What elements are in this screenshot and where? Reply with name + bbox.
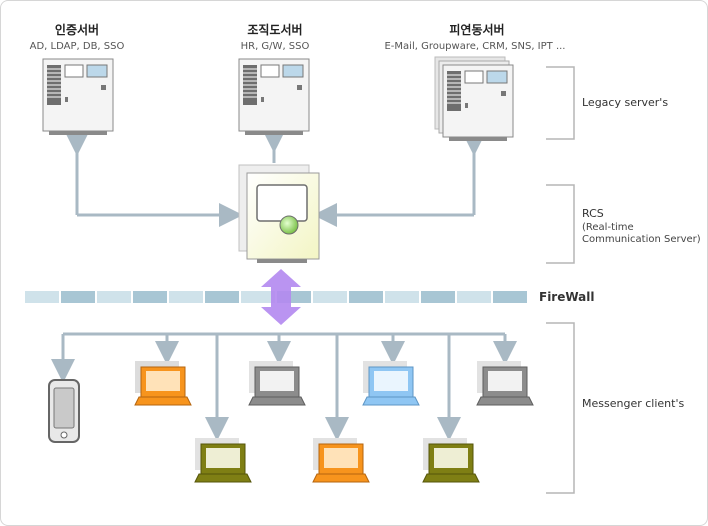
laptop-orange-icon-2 bbox=[312, 438, 370, 483]
rcs-label: RCS bbox=[582, 207, 604, 220]
integration-server-title: 피연동서버 bbox=[449, 23, 505, 37]
laptop-olive-icon-2 bbox=[422, 438, 480, 483]
firewall-label: FireWall bbox=[539, 290, 595, 304]
rcs-server-icon bbox=[238, 164, 320, 263]
integration-server-icon bbox=[434, 56, 514, 141]
org-chart-server-title: 조직도서버 bbox=[247, 23, 303, 37]
auth-server-title: 인증서버 bbox=[54, 23, 100, 37]
auth-server-subtitle: AD, LDAP, DB, SSO bbox=[29, 41, 125, 52]
mobile-phone-icon bbox=[48, 379, 80, 443]
integration-server-subtitle: E-Mail, Groupware, CRM, SNS, IPT ... bbox=[384, 41, 566, 52]
laptop-gray-icon bbox=[248, 361, 306, 406]
server-connection-lines bbox=[65, 129, 486, 227]
laptop-blue-icon bbox=[362, 361, 420, 406]
org-chart-server-icon bbox=[238, 58, 310, 135]
laptop-gray-icon-2 bbox=[476, 361, 534, 406]
messenger-clients-label: Messenger client's bbox=[582, 397, 685, 410]
legacy-servers-label: Legacy server's bbox=[582, 96, 669, 109]
rcs-description-line2: Communication Server) bbox=[582, 234, 701, 245]
rcs-description-line1: (Real-time bbox=[582, 222, 634, 233]
client-distribution-lines bbox=[51, 332, 517, 441]
firewall-passthrough-arrow bbox=[261, 269, 301, 325]
firewall-band bbox=[25, 291, 527, 303]
org-chart-server-subtitle: HR, G/W, SSO bbox=[240, 41, 310, 52]
laptop-orange-icon bbox=[134, 361, 192, 406]
auth-server-icon bbox=[42, 58, 114, 135]
side-brackets bbox=[546, 66, 575, 494]
laptop-olive-icon bbox=[194, 438, 252, 483]
